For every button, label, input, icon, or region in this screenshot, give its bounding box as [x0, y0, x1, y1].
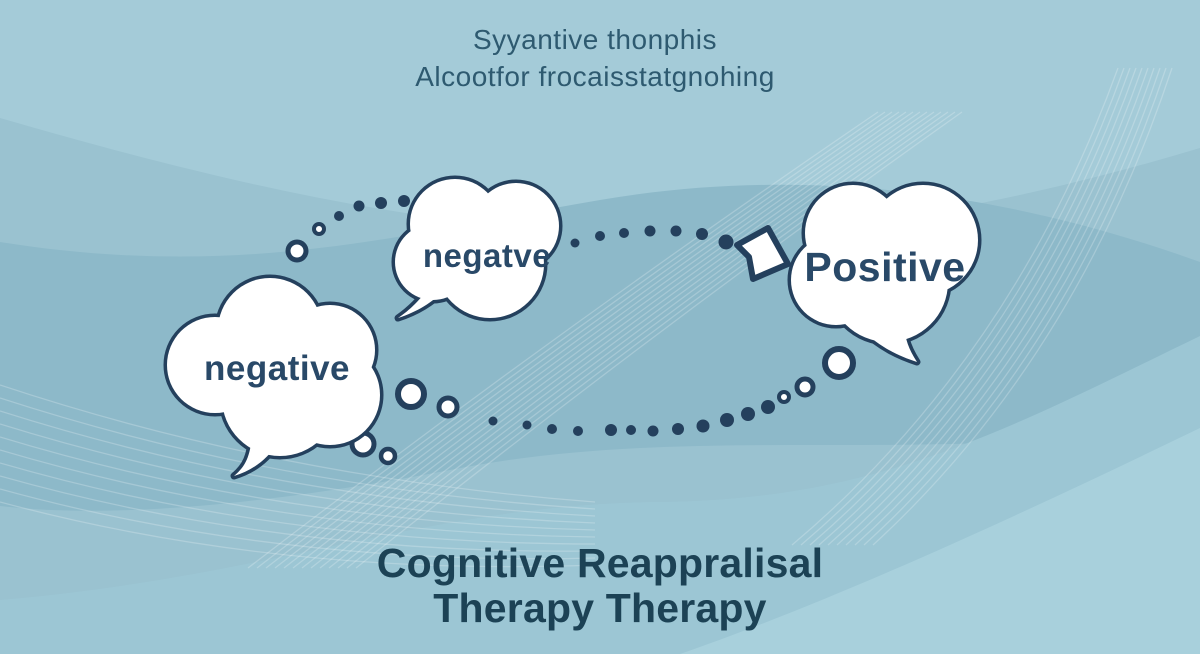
- thought-bubble-negative-left: [163, 274, 384, 480]
- bubble-label-negative-left: negative: [204, 349, 350, 388]
- title-line1: Cognitive Reappralisal: [376, 540, 824, 586]
- title-line2: Therapy Therapy: [433, 585, 767, 632]
- dotted-path-top: [285, 195, 734, 263]
- speech-bubble-negative-middle: [391, 175, 563, 322]
- caption-line2: Alcootfor frocaisstatgnohing: [415, 60, 775, 92]
- bubble-label-negative-middle: negatve: [423, 237, 551, 274]
- thread-texture: [0, 67, 1173, 569]
- thought-circles: [349, 378, 460, 466]
- caption-line1: Syyantive thonphis: [472, 24, 718, 55]
- top-caption: Syyantive thonphis Alcootfor frocaisstat…: [0, 22, 1190, 96]
- dotted-path-bottom: [488, 346, 856, 437]
- speech-bubble-positive: [787, 181, 982, 366]
- main-title: Cognitive Reappralisal Therapy Therapy: [0, 540, 1200, 632]
- bubble-label-positive: Positive: [804, 244, 965, 290]
- arrow-right-icon: [734, 225, 791, 282]
